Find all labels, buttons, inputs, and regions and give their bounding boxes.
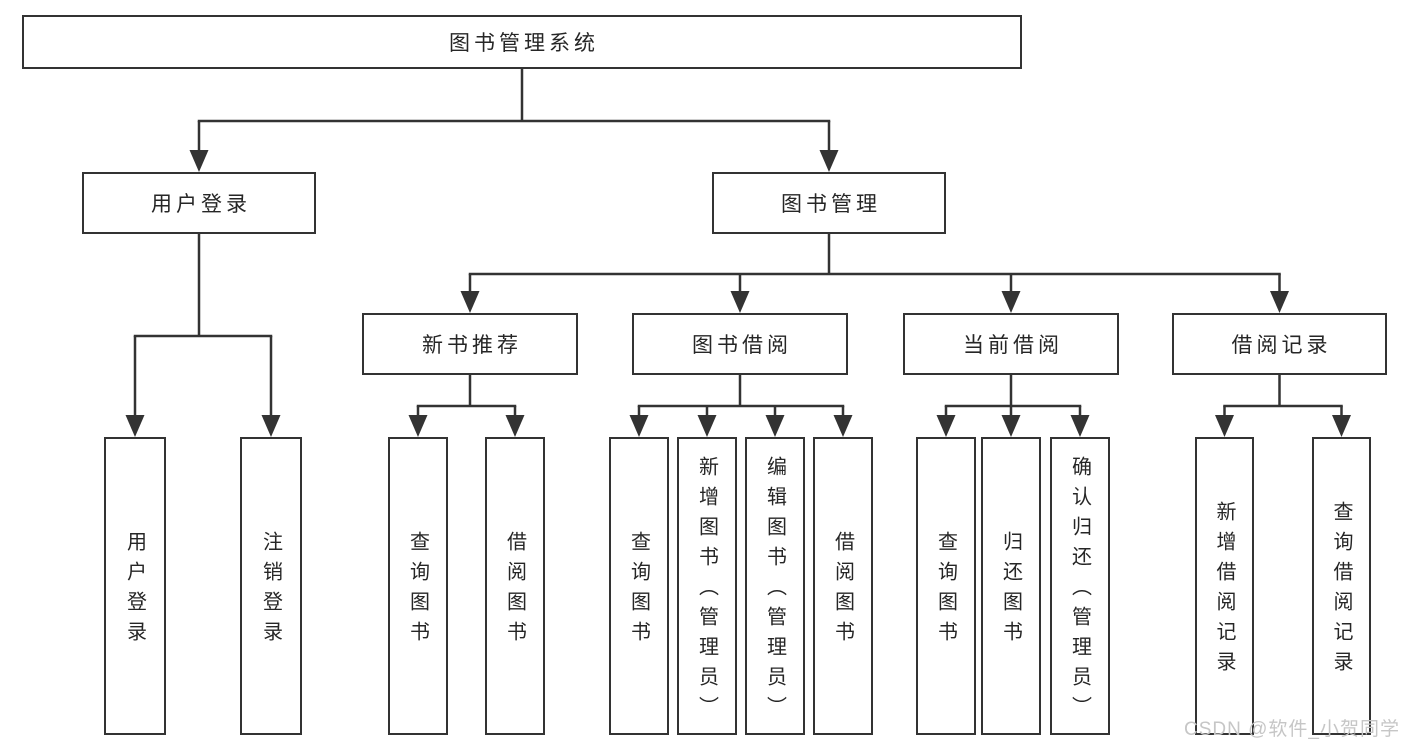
leaf-query-book-current: 查询图书 <box>916 437 976 735</box>
csdn-watermark: CSDN @软件_小贺同学 <box>1184 719 1400 740</box>
node-user-login: 用户登录 <box>82 172 316 234</box>
leaf-query-book-recommend: 查询图书 <box>388 437 448 735</box>
leaf-borrow-book-recommend: 借阅图书 <box>485 437 545 735</box>
leaf-logout: 注销登录 <box>240 437 302 735</box>
leaf-return-book: 归还图书 <box>981 437 1041 735</box>
node-borrow-records: 借阅记录 <box>1172 313 1387 375</box>
leaf-add-book-admin: 新增图书（管理员） <box>677 437 737 735</box>
leaf-add-borrow-record: 新增借阅记录 <box>1195 437 1254 735</box>
leaf-user-login: 用户登录 <box>104 437 166 735</box>
leaf-borrow-book: 借阅图书 <box>813 437 873 735</box>
leaf-query-book-borrow: 查询图书 <box>609 437 669 735</box>
leaf-edit-book-admin: 编辑图书（管理员） <box>745 437 805 735</box>
node-current-borrow: 当前借阅 <box>903 313 1119 375</box>
leaf-confirm-return-admin: 确认归还（管理员） <box>1050 437 1110 735</box>
node-book-management: 图书管理 <box>712 172 946 234</box>
node-book-borrow: 图书借阅 <box>632 313 848 375</box>
node-new-book-recommend: 新书推荐 <box>362 313 578 375</box>
leaf-query-borrow-record: 查询借阅记录 <box>1312 437 1371 735</box>
node-library-system-root: 图书管理系统 <box>22 15 1022 69</box>
